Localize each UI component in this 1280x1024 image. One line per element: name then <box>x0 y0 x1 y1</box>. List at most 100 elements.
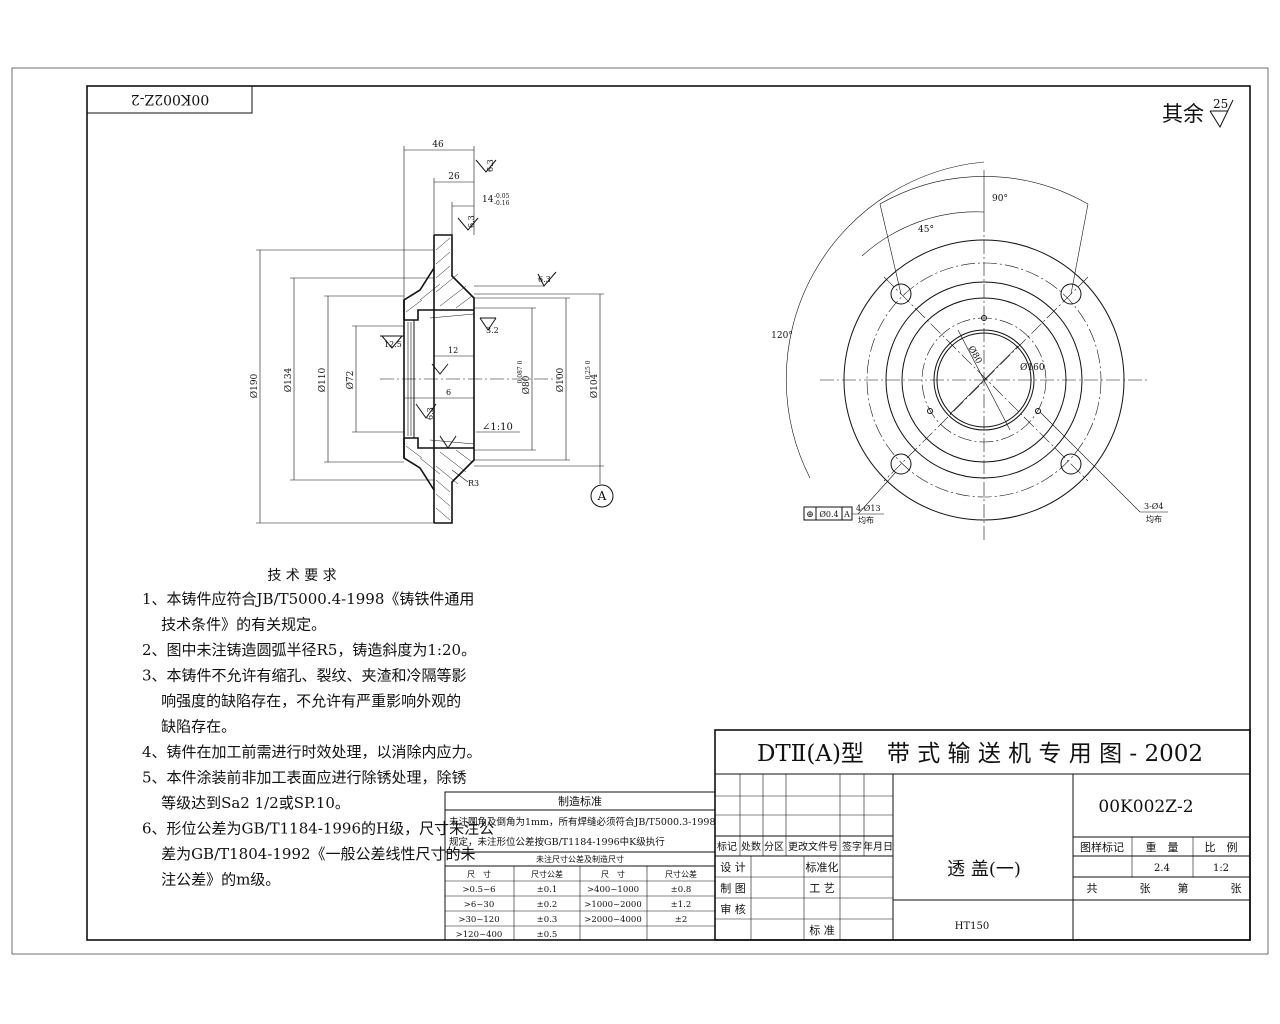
sign-label: 审 核 <box>720 902 746 916</box>
dim-6: 6 <box>446 388 451 397</box>
datum-circle <box>590 484 614 508</box>
tech-req-line: 3、本铸件不允许有缩孔、裂纹、夹渣和冷隔等影 <box>142 667 467 685</box>
bolt-hole <box>1060 453 1082 475</box>
tech-req-line: 2、图中未注铸造圆弧半径R5，铸造斜度为1:20。 <box>142 641 476 659</box>
taper-line-top <box>429 313 475 319</box>
revision-header: 分区 <box>764 841 784 853</box>
section-view: 46 26 14 -0.05 -0.16 6.3 6.3 Ø190 Ø134 Ø… <box>249 140 614 524</box>
dim-14: 14 <box>482 195 494 205</box>
mfg-cell: >2000~4000 <box>584 915 642 925</box>
fcf-symbol: ⊕ <box>806 510 814 520</box>
mfg-cell: ±0.3 <box>537 915 558 925</box>
dim-46: 46 <box>432 140 444 150</box>
mfg-header-cell: 尺寸公差 <box>665 869 697 879</box>
roughness-3-2: 3.2 <box>486 326 499 335</box>
tech-req-line: 差为GB/T1804-1992《一般公差线性尺寸的未 <box>142 845 476 863</box>
face-view: 90° 45° 120° Ø160 Ø80 4-Ø13 均布 3-Ø4 均布 ⊕… <box>771 161 1168 542</box>
sign-label: 标准化 <box>806 860 839 874</box>
tech-req-line: 缺陷存在。 <box>142 718 236 736</box>
dim-face-dia80: Ø80 <box>965 344 984 366</box>
sign-label: 制 图 <box>720 882 746 895</box>
fcf-frame <box>803 506 853 521</box>
revision-header: 更改文件号 <box>788 840 838 853</box>
mfg-note-2: 规定，未注形位公差按GB/T1184-1996中K级执行 <box>449 836 665 848</box>
mfg-cell: >30~120 <box>458 915 499 925</box>
mfg-cell: >1000~2000 <box>584 900 642 910</box>
mfg-cell: >120~400 <box>456 930 503 940</box>
dim-26: 26 <box>448 172 460 182</box>
mfg-note-1: 未注圆角及倒角为1mm，所有焊缝必须符合JB/T5000.3-1998 <box>449 816 716 828</box>
revision-header: 签字 <box>842 840 862 853</box>
dim-dia134: Ø134 <box>283 367 294 392</box>
dim-12: 12 <box>448 346 458 355</box>
tech-req-line: 5、本件涂装前非加工表面应进行除锈处理，除锈 <box>142 769 467 787</box>
tech-req-title: 技 术 要 求 <box>267 568 336 584</box>
roughness-6-3-d: 6.3 <box>426 407 435 420</box>
dim-dia104: Ø104 <box>589 373 600 398</box>
revision-header: 标记 <box>717 841 737 853</box>
dim-dia80: Ø80 <box>521 375 532 394</box>
dim-14-tol-upper: -0.05 <box>494 193 510 200</box>
sheet-label: 张 <box>1231 882 1242 895</box>
roughness-6-3-c: 6.3 <box>538 275 551 284</box>
dim-dia80-tol: 0.087 0 <box>517 360 524 383</box>
roughness-other-label: 其余 <box>1162 102 1204 126</box>
roughness-6-3-b: 6.3 <box>467 215 476 228</box>
mfg-cell: >0.5~6 <box>462 885 495 895</box>
mfg-cell: >400~1000 <box>587 885 639 895</box>
bolt-hole <box>890 283 912 305</box>
sign-label: 工 艺 <box>809 882 835 895</box>
angle-45: 45° <box>918 225 934 235</box>
dim-r3: R3 <box>468 479 479 488</box>
small-hole <box>1035 408 1041 414</box>
sign-label: 标 准 <box>809 923 835 937</box>
datum-label: A <box>597 489 607 503</box>
fcf-datum: A <box>843 510 850 519</box>
mfg-cell: ±1.2 <box>671 900 692 910</box>
mfg-cell: ±0.2 <box>537 900 558 910</box>
bolt-hole <box>890 453 912 475</box>
mfg-cell: ±2 <box>675 915 688 925</box>
tech-req-line: 注公差》的m级。 <box>142 871 280 889</box>
angle-90: 90° <box>992 194 1008 204</box>
mfg-title: 制造标准 <box>558 794 602 808</box>
tech-req-line: 4、铸件在加工前需进行时效处理，以消除内应力。 <box>142 743 482 761</box>
weight-value: 2.4 <box>1154 863 1170 874</box>
tech-req-line: 6、形位公差为GB/T1184-1996的H级，尺寸未注公 <box>142 820 494 838</box>
tech-req-lines: 1、本铸件应符合JB/T5000.4-1998《铸铁件通用 技术条件》的有关规定… <box>142 590 494 889</box>
small-hole <box>927 408 933 414</box>
flange-outline-top <box>434 234 475 310</box>
mfg-cell: ±0.1 <box>537 885 558 895</box>
mfg-cell: ±0.8 <box>671 885 692 895</box>
holes-left-count: 4-Ø13 <box>856 504 881 513</box>
scale-value: 1:2 <box>1213 863 1229 874</box>
sheet-label: 第 <box>1178 881 1189 895</box>
roughness-12-5: 12.5 <box>384 340 402 349</box>
fcf-tolerance: Ø0.4 <box>819 510 838 519</box>
body-bottom <box>403 438 435 491</box>
mfg-subtitle: 未注尺寸公差及制造尺寸 <box>536 854 624 864</box>
mfg-standards-table: 制造标准 未注圆角及倒角为1mm，所有焊缝必须符合JB/T5000.3-1998… <box>444 791 716 941</box>
mfg-header-cell: 尺 寸 <box>467 869 491 879</box>
title-block: DTⅡ(A)型 带 式 输 送 机 专 用 图 - 2002 00K002Z-2… <box>714 729 1251 941</box>
section-hatching <box>405 237 473 521</box>
mfg-header-cell: 尺 寸 <box>601 869 625 879</box>
sign-label: 设 计 <box>720 861 746 874</box>
material: HT150 <box>955 921 989 932</box>
mfg-cell: ±0.5 <box>537 930 558 940</box>
bolt-hole <box>1060 283 1082 305</box>
flange-outline-bottom <box>434 448 475 524</box>
info-header: 比 例 <box>1205 840 1238 854</box>
drawing-number: 00K002Z-2 <box>1098 797 1193 817</box>
mfg-header-cell: 尺寸公差 <box>531 869 563 879</box>
dim-dia110: Ø110 <box>317 367 328 392</box>
revision-header: 年月日 <box>863 840 893 853</box>
drawing-number-stamp: 00K002Z-2 <box>131 91 209 107</box>
dim-dia104-tol: 0.25 0 <box>585 360 592 379</box>
dim-taper: ∠1:10 <box>482 422 513 433</box>
angle-120: 120° <box>771 331 793 341</box>
holes-left-note: 均布 <box>858 515 874 525</box>
part-name: 透 盖(一) <box>947 859 1021 880</box>
roughness-symbol <box>1209 99 1234 129</box>
